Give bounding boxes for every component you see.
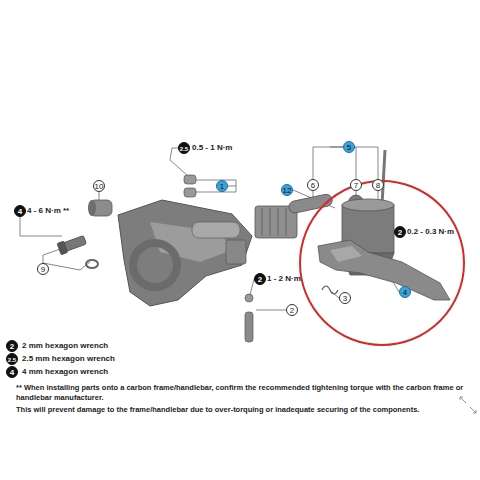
note-text: ** When installing parts onto a carbon f… [16, 383, 466, 403]
callout-number: 1 [216, 180, 228, 192]
callout-number: 10 [93, 180, 105, 192]
callout-number: 7 [350, 179, 362, 191]
torque-value: 1 - 2 N·m [267, 274, 301, 284]
callout-number: 8 [372, 179, 384, 191]
wrench-icon: 2.5 [6, 353, 18, 365]
wrench-icon: 2 [6, 340, 18, 352]
callout-number: 3 [339, 292, 351, 304]
callout-number: 4 [399, 286, 411, 298]
note-text: This will prevent damage to the frame/ha… [16, 405, 466, 415]
callout-number: 12 [281, 184, 293, 196]
callout-number: 9 [37, 263, 49, 275]
torque-value: 0.5 - 1 N·m [192, 143, 232, 153]
wrench-icon: 4 [14, 205, 26, 217]
wrench-icon: 4 [6, 366, 18, 378]
torque-value: 4 - 6 N·m ** [27, 206, 69, 216]
callout-number: 6 [307, 179, 319, 191]
legend-text: 2 mm hexagon wrench [22, 341, 108, 351]
legend-text: 4 mm hexagon wrench [22, 367, 108, 377]
callout-number: 5 [343, 141, 355, 153]
wrench-icon: 2.5 [178, 142, 190, 154]
callout-number: 2 [286, 304, 298, 316]
torque-value: 0.2 - 0.3 N·m [407, 227, 454, 237]
wrench-icon: 2 [394, 226, 406, 238]
legend-text: 2.5 mm hexagon wrench [22, 354, 115, 364]
wrench-icon: 2 [254, 273, 266, 285]
